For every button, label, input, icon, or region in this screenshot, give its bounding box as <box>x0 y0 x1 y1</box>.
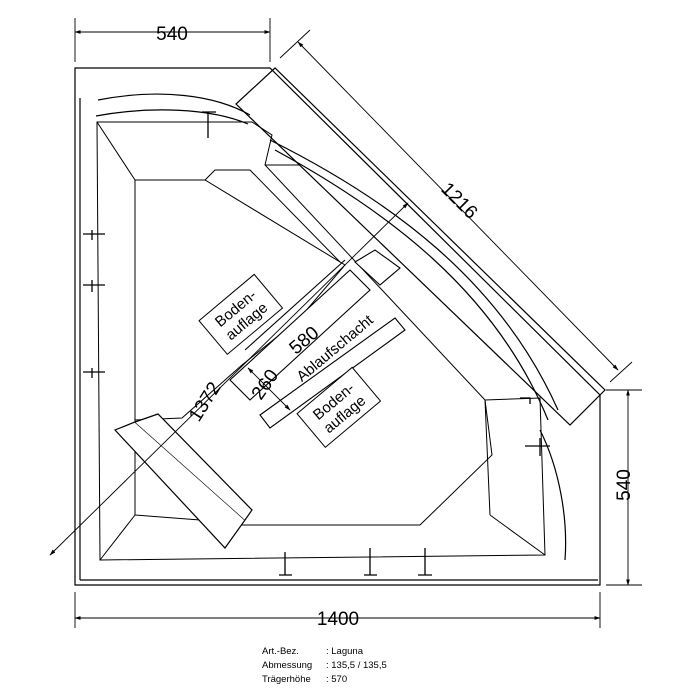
floor-support-label-1: Boden- auflage <box>198 273 284 356</box>
dimension-lines <box>49 18 642 628</box>
foot-marker <box>520 397 531 404</box>
foot-marker <box>418 548 432 576</box>
foot-marker <box>525 438 550 456</box>
tub-outline <box>74 67 601 586</box>
foot-marker <box>83 280 105 292</box>
dim-top-width: 540 <box>156 24 188 45</box>
foot-marker <box>202 111 216 138</box>
spec-key: Abmessung <box>262 660 313 671</box>
spec-table: Art.-Bez. : Laguna Abmessung : 135,5 / 135… <box>262 645 387 687</box>
floor-support-label-2: Boden- auflage <box>296 366 382 449</box>
spec-key: Art.-Bez. <box>262 646 299 657</box>
spec-row-dimensions: Abmessung : 135,5 / 135,5 <box>262 659 387 673</box>
foot-marker <box>83 368 105 378</box>
inner-basin <box>96 121 546 561</box>
spec-row-support-height: Trägerhöhe : 570 <box>262 673 387 687</box>
dim-bottom-width: 1400 <box>317 609 359 630</box>
foot-marker <box>83 230 105 240</box>
dim-diagonal: 1216 <box>437 179 482 224</box>
spec-value: : 570 <box>326 674 348 685</box>
dim-right-height: 540 <box>614 469 635 501</box>
dim-inner-diagonal: 1372 <box>185 379 225 426</box>
spec-value: : 135,5 / 135,5 <box>326 660 387 671</box>
seat-block <box>113 413 253 549</box>
spec-row-name: Art.-Bez. : Laguna <box>262 645 387 659</box>
spec-value: : Laguna <box>326 646 363 657</box>
spec-key: Trägerhöhe <box>262 674 311 685</box>
diagonal-rail <box>235 67 606 426</box>
foot-marker <box>279 552 292 576</box>
foot-marker <box>364 548 377 576</box>
